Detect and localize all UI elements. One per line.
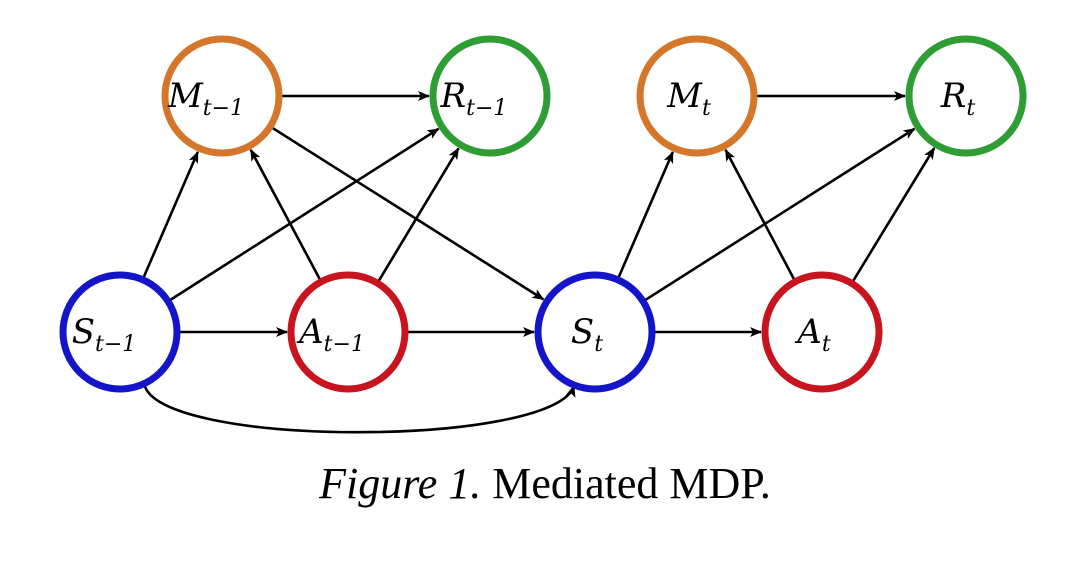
node-circle-S_prev (59, 271, 181, 393)
node-label-R_cur: Rt (940, 76, 976, 121)
figure-caption: Figure 1. Mediated MDP. (0, 458, 1090, 509)
node-circle-M_prev (161, 35, 283, 157)
edge-A_prev-to-M_prev (249, 148, 322, 281)
node-label-S_cur: St (571, 312, 603, 357)
node-A_prev: At−1 (287, 271, 409, 393)
node-circle-A_cur (761, 271, 883, 393)
edge-S_cur-to-R_cur (644, 127, 916, 302)
node-label-S_prev: St−1 (72, 312, 137, 357)
node-circle-S_cur (534, 271, 656, 393)
node-circle-R_prev (429, 35, 551, 157)
node-S_cur: St (534, 271, 656, 393)
edge-M_prev-to-S_cur (271, 126, 545, 301)
node-A_cur: At (761, 271, 883, 393)
edge-A_cur-to-R_cur (851, 147, 936, 283)
edges-layer (142, 91, 936, 434)
node-label-M_cur: Mt (666, 76, 711, 121)
node-label-A_prev: At−1 (296, 312, 365, 357)
node-label-R_prev: Rt−1 (440, 76, 508, 121)
node-circle-A_prev (287, 271, 409, 393)
edge-A_cur-to-M_cur (724, 149, 796, 281)
node-S_prev: St−1 (59, 271, 181, 393)
node-M_cur: Mt (636, 35, 758, 157)
node-label-M_prev: Mt−1 (167, 76, 244, 121)
edge-S_prev-to-S_cur (142, 383, 576, 434)
node-R_prev: Rt−1 (429, 35, 551, 157)
node-R_cur: Rt (905, 35, 1027, 157)
caption-text: Mediated MDP. (492, 459, 771, 508)
edge-A_prev-to-R_prev (377, 147, 460, 283)
edge-S_cur-to-M_cur (617, 151, 674, 279)
node-circle-R_cur (905, 35, 1027, 157)
caption-label: Figure 1. (319, 459, 482, 508)
edge-S_prev-to-M_prev (142, 151, 199, 279)
node-circle-M_cur (636, 35, 758, 157)
edge-S_prev-to-R_prev (169, 127, 440, 302)
node-M_prev: Mt−1 (161, 35, 283, 157)
node-label-A_cur: At (794, 312, 831, 357)
